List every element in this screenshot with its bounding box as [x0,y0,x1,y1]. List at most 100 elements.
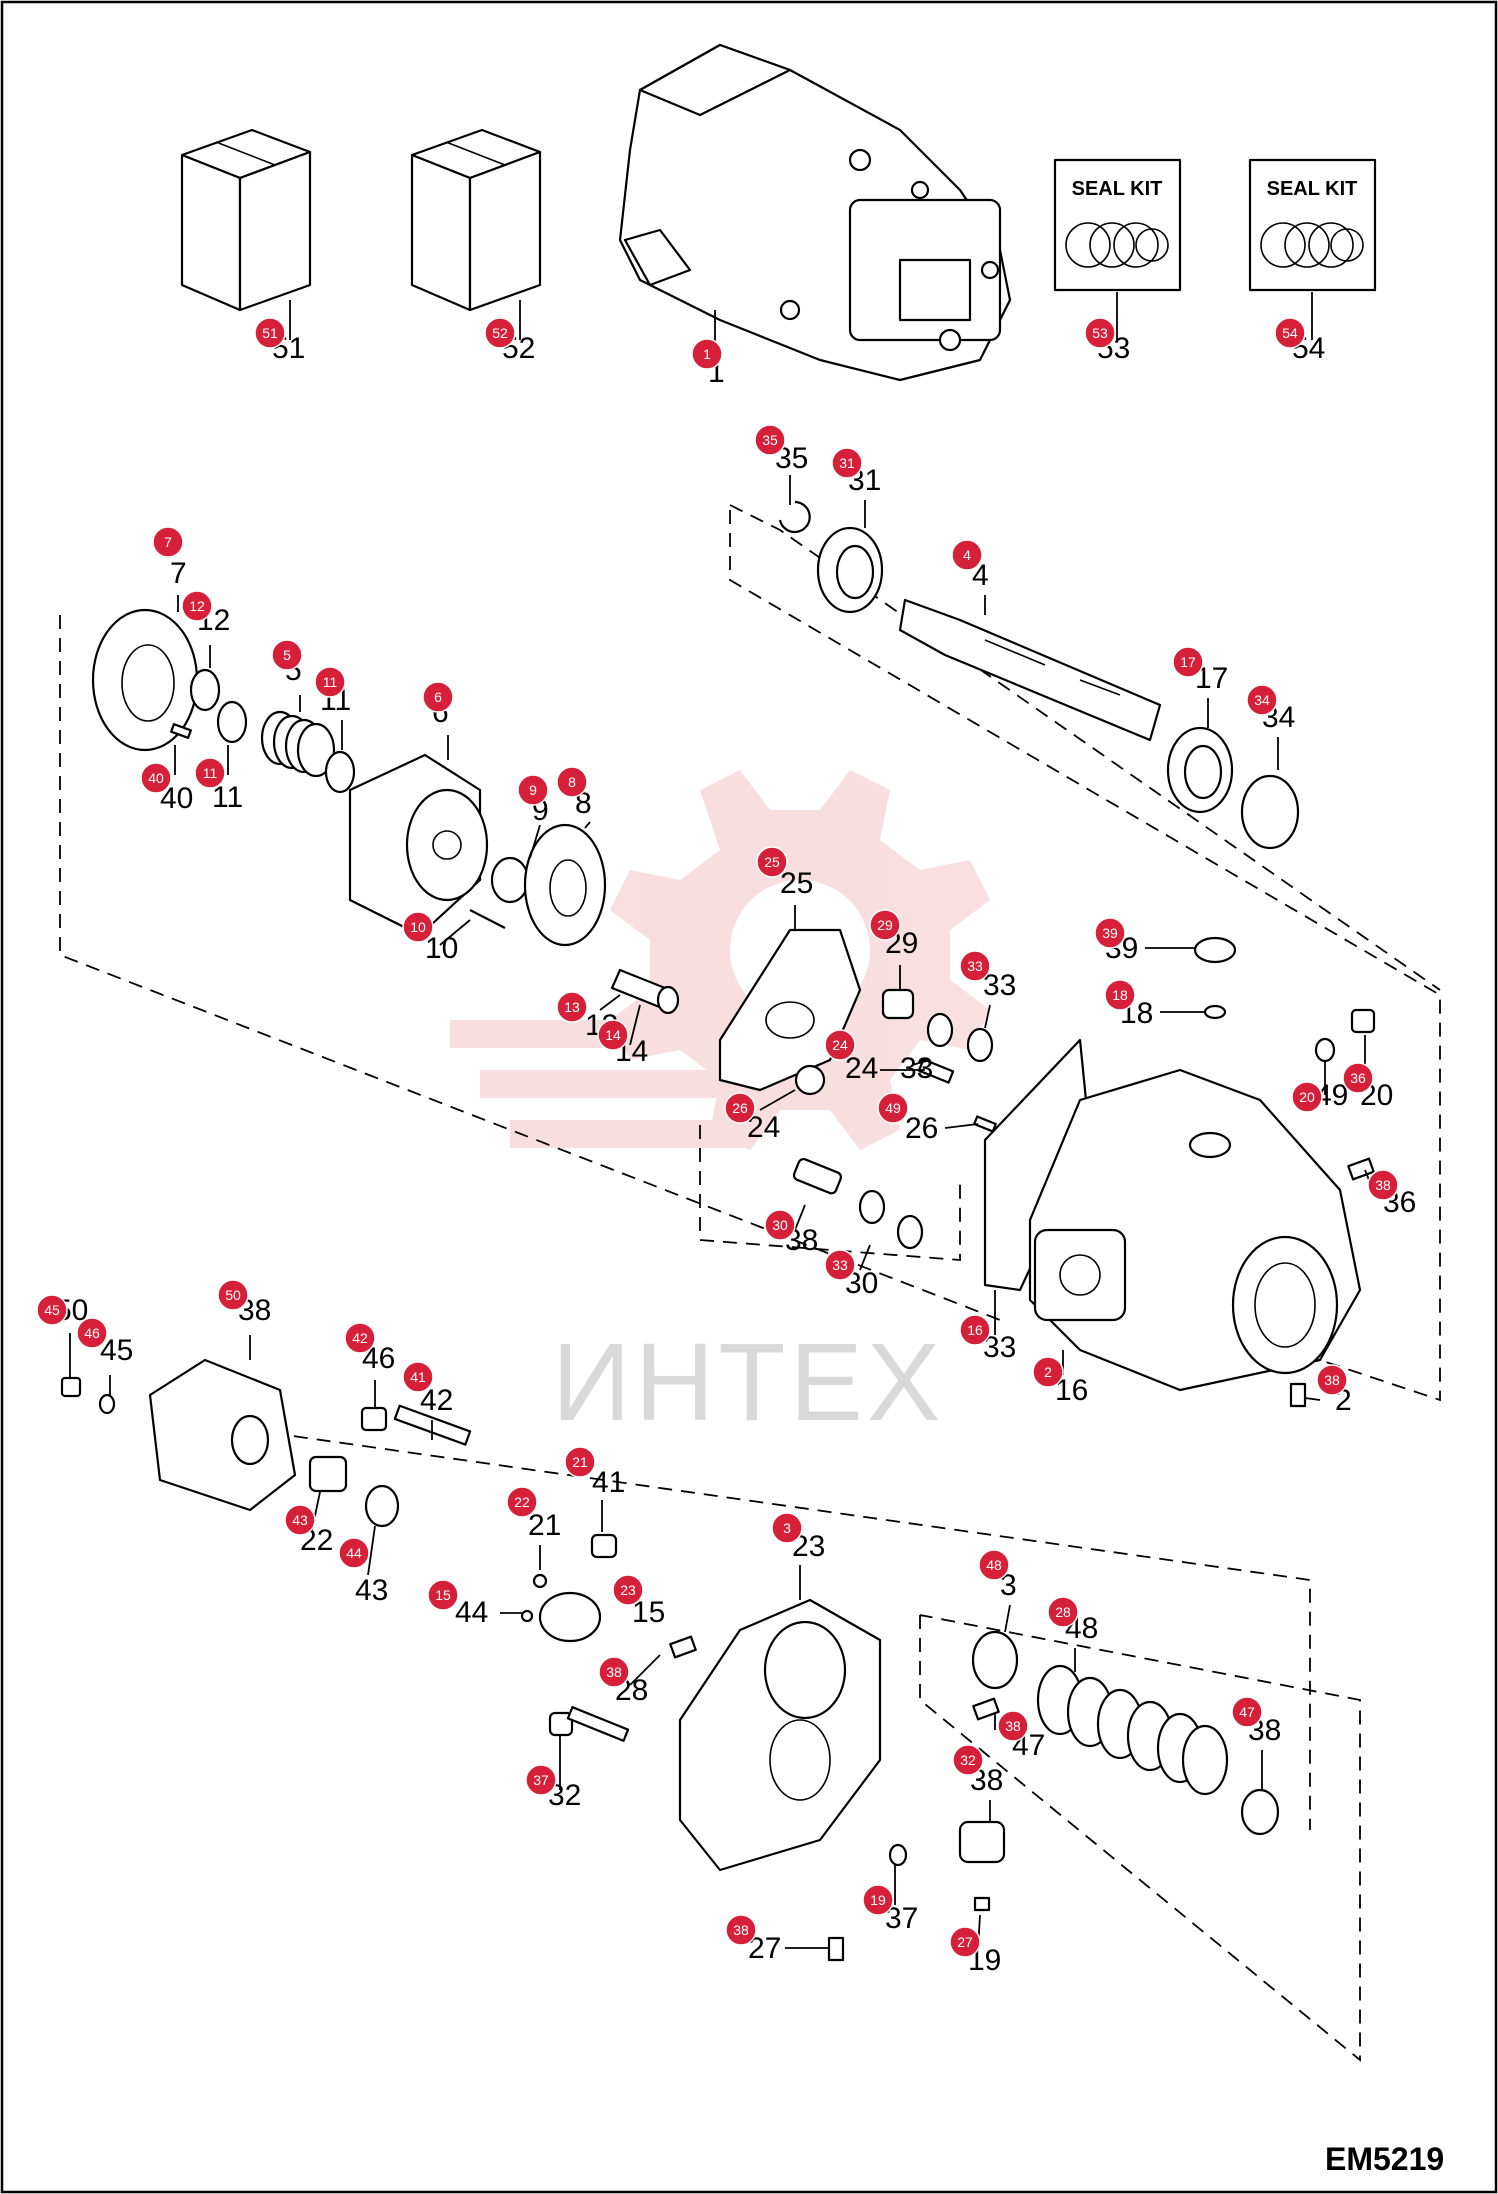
part-badge[interactable]: 30 [764,1209,796,1241]
part-35-snap-ring [778,500,811,534]
part-badge[interactable]: 31 [831,447,863,479]
part-badge[interactable]: 2 [1032,1356,1064,1388]
part-badge[interactable]: 19 [862,1884,894,1916]
part-badge[interactable]: 10 [402,911,434,943]
svg-text:34: 34 [1254,692,1270,708]
part-badge[interactable]: 23 [612,1574,644,1606]
part-badge[interactable]: 43 [284,1504,316,1536]
part-badge[interactable]: 45 [36,1294,68,1326]
part-badge[interactable]: 46 [76,1317,108,1349]
part-number-label: 41 [592,1466,625,1499]
part-34-snap-ring [1240,774,1300,850]
svg-text:19: 19 [870,1892,886,1908]
part-49-pin [973,1115,997,1133]
part-badge[interactable]: 38 [598,1656,630,1688]
part-badge[interactable]: 41 [402,1361,434,1393]
part-number-label: 33 [900,1052,933,1085]
part-badge[interactable]: 20 [1291,1081,1323,1113]
part-badge[interactable]: 18 [1104,979,1136,1011]
part-53-seal-kit: SEAL KIT [1053,158,1182,292]
part-badge[interactable]: 34 [1246,684,1278,716]
part-23-oring [538,1591,602,1643]
part-badge[interactable]: 44 [338,1537,370,1569]
part-badge[interactable]: 42 [344,1322,376,1354]
part-badge[interactable]: 38 [997,1710,1029,1742]
part-badge[interactable]: 1 [691,338,723,370]
part-32-sleeve [958,1820,1006,1864]
svg-text:11: 11 [203,765,218,781]
part-badge[interactable]: 29 [869,909,901,941]
part-badge[interactable]: 47 [1231,1696,1263,1728]
part-38-plug-a [1347,1157,1375,1181]
part-badge[interactable]: 40 [140,762,172,794]
part-badge[interactable]: 14 [597,1019,629,1051]
part-badge[interactable]: 33 [959,950,991,982]
part-badge[interactable]: 35 [754,424,786,456]
part-badge[interactable]: 24 [824,1029,856,1061]
part-badge[interactable]: 9 [517,774,549,806]
part-badge[interactable]: 15 [427,1579,459,1611]
part-43-sleeve [308,1455,348,1493]
part-badge[interactable]: 25 [756,846,788,878]
part-badge[interactable]: 8 [556,766,588,798]
part-badge[interactable]: 36 [1342,1062,1374,1094]
part-badge[interactable]: 39 [1094,917,1126,949]
leader-line [367,1525,376,1576]
part-badge[interactable]: 52 [484,317,516,349]
part-badge[interactable]: 32 [952,1744,984,1776]
svg-text:46: 46 [84,1325,100,1341]
part-badge[interactable]: 38 [1367,1169,1399,1201]
part-badge[interactable]: 17 [1172,646,1204,678]
leader-line [859,1244,871,1271]
part-badge[interactable]: 5 [271,639,303,671]
svg-text:27: 27 [957,1934,973,1950]
part-badge[interactable]: 6 [422,681,454,713]
part-40-pin [170,723,192,739]
part-51-box [180,128,312,312]
part-badge[interactable]: 49 [877,1092,909,1124]
svg-text:28: 28 [1055,1604,1071,1620]
svg-text:35: 35 [762,432,778,448]
part-9-pivot [490,856,530,904]
part-badge[interactable]: 54 [1274,317,1306,349]
leader-line [629,1654,661,1686]
svg-text:48: 48 [986,1557,1002,1573]
part-badge[interactable]: 13 [556,991,588,1023]
part-number-label: 10 [425,932,458,965]
part-badge[interactable]: 50 [217,1279,249,1311]
part-badge[interactable]: 11 [194,757,226,789]
part-badge[interactable]: 7 [152,526,184,558]
part-badge[interactable]: 16 [959,1314,991,1346]
part-21-cap [590,1533,618,1559]
leader-line [584,821,591,829]
part-badge[interactable]: 3 [771,1512,803,1544]
part-badge[interactable]: 48 [978,1549,1010,1581]
part-badge[interactable]: 53 [1084,317,1116,349]
part-54-seal-kit: SEAL KIT [1248,158,1377,292]
svg-text:38: 38 [1005,1718,1021,1734]
part-badge[interactable]: 27 [949,1926,981,1958]
part-number-label: 33 [983,969,1016,1002]
part-badge[interactable]: 26 [724,1092,756,1124]
part-38-plug-e [827,1936,845,1962]
svg-text:8: 8 [568,774,576,790]
part-badge[interactable]: 21 [564,1446,596,1478]
svg-text:33: 33 [832,1257,848,1273]
part-badge[interactable]: 38 [725,1914,757,1946]
part-badge[interactable]: 11 [314,666,346,698]
part-badge[interactable]: 38 [1316,1364,1348,1396]
part-badge[interactable]: 28 [1047,1596,1079,1628]
svg-text:43: 43 [292,1512,308,1528]
svg-text:39: 39 [1102,925,1118,941]
svg-text:9: 9 [529,782,537,798]
part-badge[interactable]: 33 [824,1249,856,1281]
svg-text:38: 38 [733,1922,749,1938]
svg-text:15: 15 [435,1587,451,1603]
part-badge[interactable]: 12 [181,590,213,622]
part-badge[interactable]: 51 [254,317,286,349]
part-badge[interactable]: 22 [506,1486,538,1518]
part-badge[interactable]: 4 [951,539,983,571]
part-badge[interactable]: 37 [525,1764,557,1796]
